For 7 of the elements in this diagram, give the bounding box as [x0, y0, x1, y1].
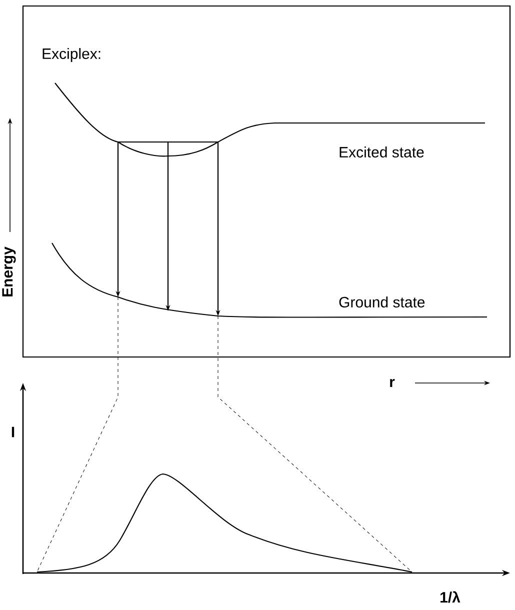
axis-label: 1/λ [440, 591, 460, 603]
axis-label: I [12, 426, 14, 438]
curve-label: Ground state [339, 296, 425, 308]
panel-title: Exciplex: [42, 48, 100, 62]
curve-label: Excited state [340, 146, 424, 158]
axis-label: Energy [2, 246, 16, 296]
axis-label: r [390, 378, 395, 388]
